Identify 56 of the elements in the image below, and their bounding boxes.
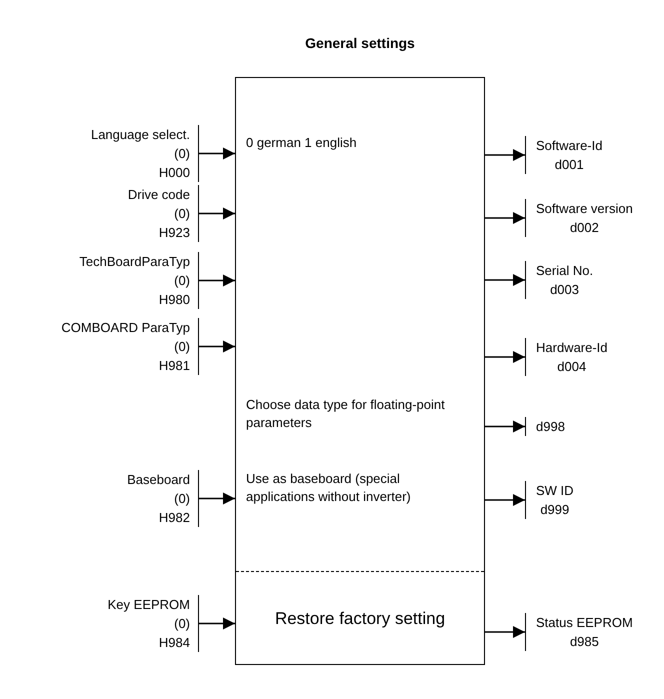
parameter-number: H000 (158, 164, 190, 182)
parameter-number: d999 (539, 501, 570, 519)
default-value: (0) (173, 145, 190, 163)
output-connector (525, 613, 633, 651)
output-connector (525, 199, 633, 237)
arrow (199, 274, 235, 286)
arrow (199, 208, 235, 220)
output-connector (525, 261, 594, 299)
output-connector (525, 417, 565, 436)
signal-name: Drive code (126, 186, 190, 204)
signal-name: SW ID (536, 482, 574, 500)
default-value: (0) (173, 338, 190, 356)
parameter-number: d998 (536, 418, 565, 436)
arrow (485, 494, 525, 506)
arrow (485, 274, 525, 286)
default-value: (0) (173, 205, 190, 223)
parameter-number: H923 (158, 224, 190, 242)
arrow (199, 148, 235, 160)
block-text: Restore factory setting (274, 610, 446, 628)
parameter-number: d002 (568, 219, 600, 237)
output-connector (525, 136, 602, 174)
block-text: Use as baseboard (special applications without inverter) (246, 470, 412, 506)
signal-name: Serial No. (536, 262, 594, 280)
signal-name: Software-Id (536, 137, 602, 155)
arrow (485, 626, 525, 638)
block-title: General settings (304, 35, 416, 51)
parameter-number: d001 (554, 156, 585, 174)
signal-name: Key EEPROM (106, 596, 190, 614)
parameter-number: H980 (158, 291, 190, 309)
signal-name: Baseboard (126, 471, 190, 489)
output-connector (525, 338, 608, 376)
signal-name: Software version (536, 200, 633, 218)
block-text: 0 german 1 english (246, 134, 358, 152)
arrow (199, 340, 235, 352)
arrow (199, 492, 235, 504)
parameter-number: d003 (549, 281, 580, 299)
signal-name: COMBOARD ParaTyp (60, 319, 190, 337)
parameter-number: H984 (158, 634, 190, 652)
output-connector (525, 481, 574, 519)
parameter-number: H982 (158, 509, 190, 527)
parameter-number: d985 (568, 633, 600, 651)
arrow (485, 420, 525, 432)
signal-name: Hardware-Id (536, 339, 608, 357)
arrow (485, 149, 525, 161)
default-value: (0) (173, 272, 190, 290)
arrow (199, 618, 235, 630)
arrow (485, 212, 525, 224)
signal-name: Language select. (90, 126, 190, 144)
default-value: (0) (173, 490, 190, 508)
default-value: (0) (173, 615, 190, 633)
arrow (485, 351, 525, 363)
block-text: Choose data type for floating-point parameters (246, 396, 446, 432)
parameter-number: d004 (556, 358, 588, 376)
signal-name: TechBoardParaTyp (78, 253, 190, 271)
parameter-number: H981 (158, 357, 190, 375)
signal-name: Status EEPROM (536, 614, 633, 632)
